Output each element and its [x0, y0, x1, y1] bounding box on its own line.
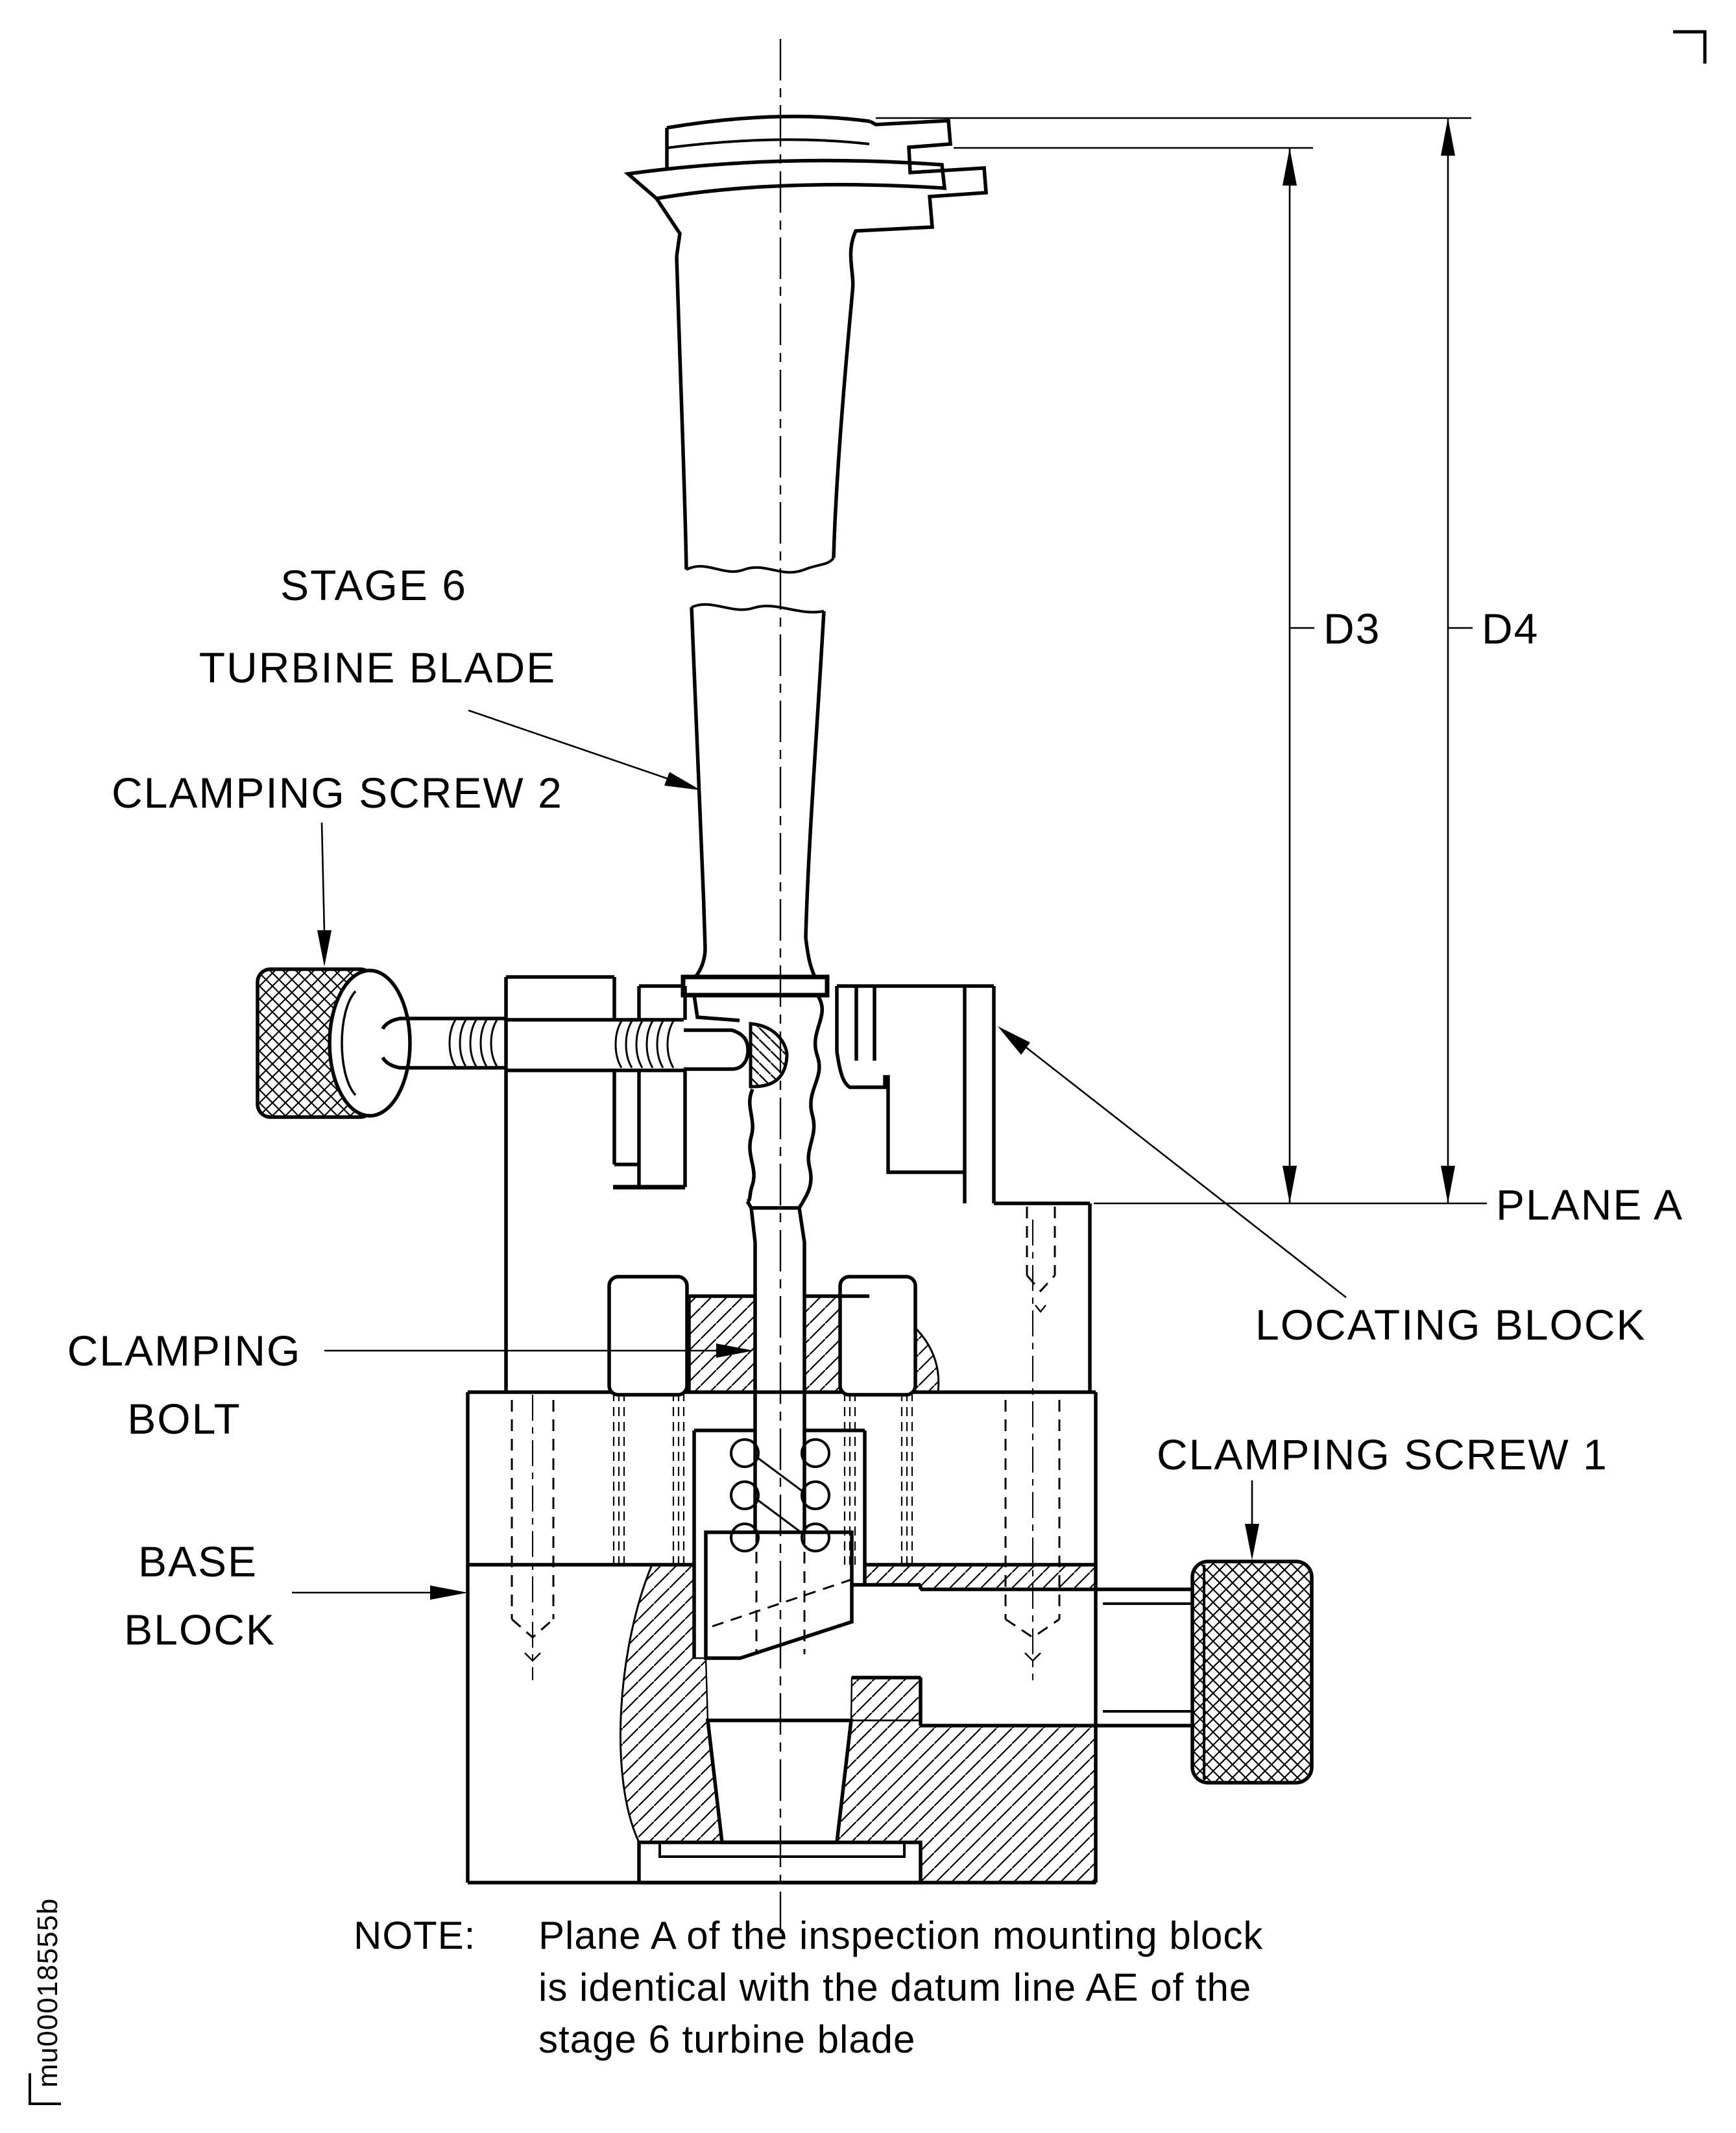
clamping-screw-1-label: CLAMPING SCREW 1: [1157, 1430, 1608, 1478]
locating-block-label: LOCATING BLOCK: [1255, 1301, 1646, 1349]
left-clamp-block-drawing: [504, 975, 687, 1392]
clamping-screw-2-label: CLAMPING SCREW 2: [112, 769, 563, 817]
dim-d3-label: D3: [1323, 605, 1380, 653]
leader-lines: [292, 709, 1347, 1594]
dimension-lines: [876, 117, 1487, 1205]
turbine-blade-drawing: [623, 114, 988, 1210]
blade-label-line2: TURBINE BLADE: [199, 644, 556, 692]
base-block-drawing: [466, 1390, 1098, 1885]
blade-label-line1: STAGE 6: [280, 561, 467, 609]
clamping-screw-1-drawing: [852, 1560, 1314, 1785]
corner-mark-bottom-left: [29, 2073, 61, 2105]
blade-leader: [468, 709, 671, 781]
spring-drawing: [730, 1438, 830, 1552]
clamp-pedestals: [607, 1275, 917, 1397]
document-id: mu00018555b: [32, 1898, 64, 2088]
note-block: NOTE: Plane A of the inspection mounting…: [354, 1914, 1263, 2061]
pressure-pad-drawing: [749, 1022, 789, 1089]
hidden-stud-lines: [612, 1392, 913, 1565]
corner-mark-top-right: [1673, 30, 1707, 64]
note-heading: NOTE:: [354, 1914, 476, 1957]
plane-a-label: PLANE A: [1496, 1181, 1683, 1229]
base-block-label-line2: BLOCK: [124, 1606, 276, 1654]
hidden-holes: [511, 1207, 1061, 1639]
clamping-bolt-label-line2: BOLT: [127, 1395, 241, 1443]
clamping-bolt-drawing: [745, 1200, 806, 1532]
thread-arcs: [448, 1019, 675, 1068]
note-line-2: is identical with the datum line AE of t…: [538, 1966, 1251, 2009]
leader-arrowheads: [317, 772, 1259, 1600]
dimension-arrowheads: [1283, 118, 1455, 1203]
locating-block-drawing: [835, 984, 1092, 1392]
base-block-label-line1: BASE: [138, 1537, 258, 1585]
note-line-1: Plane A of the inspection mounting block: [538, 1914, 1263, 1957]
screw2-leader: [320, 822, 326, 934]
clamping-screw-2-drawing: [256, 967, 750, 1119]
locating-block-leader: [1025, 1046, 1347, 1299]
hidden-hole-centerlines: [532, 1220, 1033, 1680]
wedge-block-drawing: [704, 1530, 854, 1660]
hidden-hole-tips: [524, 1305, 1046, 1662]
clamping-bolt-label-line1: CLAMPING: [67, 1327, 302, 1375]
note-line-3: stage 6 turbine blade: [538, 2018, 915, 2061]
dim-d4-label: D4: [1482, 605, 1539, 653]
